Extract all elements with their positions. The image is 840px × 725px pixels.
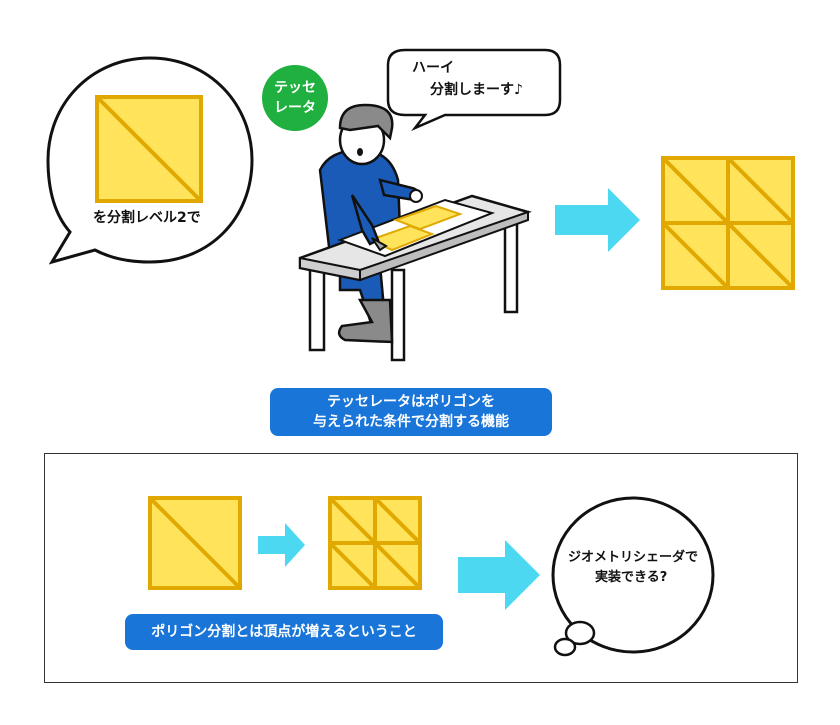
thought-bubble — [551, 496, 715, 657]
bottom-banner-text: ポリゴン分割とは頂点が増えるということ — [151, 624, 417, 640]
polygon-level0-top — [95, 95, 203, 203]
polygon-level0-bottom — [148, 496, 242, 590]
top-banner-line2: 与えられた条件で分割する機能 — [313, 414, 509, 430]
thought-bubble-line1: ジオメトリシェーダで — [568, 550, 699, 565]
bottom-frame — [44, 453, 798, 683]
polygon-level2-bottom — [328, 496, 422, 590]
polygon-level2-top — [661, 156, 795, 290]
tessellator-badge: テッセ レータ — [262, 65, 328, 131]
badge-line2: レータ — [274, 100, 316, 116]
speech-bubble-line2: 分割しまーす♪ — [430, 82, 523, 98]
badge-line1: テッセ — [274, 80, 316, 96]
speech-bubble-line1: ハーイ — [412, 60, 454, 76]
left-bubble-text: を分割レベル2で — [93, 210, 201, 226]
bottom-banner: ポリゴン分割とは頂点が増えるということ — [125, 614, 443, 650]
tessellator-figure — [298, 103, 532, 362]
thought-bubble-line2: 実装できる? — [595, 570, 668, 585]
top-banner: テッセレータはポリゴンを 与えられた条件で分割する機能 — [270, 388, 552, 436]
arrow-right-bottom — [458, 540, 540, 610]
speech-bubble — [386, 48, 562, 132]
arrow-right-top — [555, 188, 640, 252]
arrow-right-small — [258, 523, 305, 567]
top-banner-line1: テッセレータはポリゴンを — [327, 394, 495, 410]
